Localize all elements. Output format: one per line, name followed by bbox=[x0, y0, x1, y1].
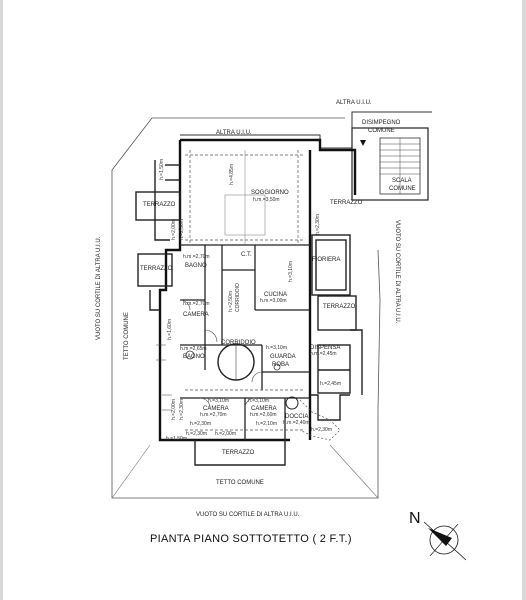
main-walls bbox=[158, 138, 357, 442]
label-tetto-comune-left: TETTO COMUNE bbox=[124, 312, 130, 360]
annex-outline bbox=[299, 399, 341, 441]
label-bagno-1: BAGNO bbox=[185, 263, 207, 269]
label-terrazzo-3: TERRAZZO bbox=[330, 200, 363, 206]
stair-block bbox=[351, 127, 429, 201]
label-tetto-comune-bottom: TETTO COMUNE bbox=[216, 480, 264, 486]
label-altra-uiu-mid: ALTRA U.I.U. bbox=[216, 130, 252, 136]
dim-cucina-h: h.m.=3,00m bbox=[260, 298, 287, 304]
label-scala: SCALA bbox=[392, 178, 412, 184]
dim-camera2-b: h.=2,30m bbox=[190, 421, 211, 427]
label-camera-2: CAMERA bbox=[203, 406, 229, 412]
bottom-terrace bbox=[194, 440, 286, 466]
label-guardaroba-2: ROBA bbox=[272, 362, 290, 368]
dim-left-a: h.=2,00m bbox=[171, 219, 177, 240]
sink-fixture bbox=[185, 350, 195, 360]
dim-bottom-c: h.=1,50m bbox=[166, 436, 187, 442]
dim-dispensa-b: h.=2,45m bbox=[320, 381, 341, 387]
dim-camera3-h: h.m.=2,60m bbox=[250, 412, 277, 418]
dim-camera2-h: h.m.=2,70m bbox=[200, 412, 227, 418]
dim-left-d: h.=1,60m bbox=[167, 319, 173, 340]
column-mark bbox=[273, 363, 281, 371]
label-fioriera: FIORIERA bbox=[312, 257, 341, 263]
dim-bottom-b: h.=2,00m bbox=[215, 431, 236, 437]
label-terrazzo-5: TERRAZZO bbox=[222, 450, 255, 456]
dim-left-b: h.=2,30m bbox=[179, 219, 185, 240]
dim-bottom-a: h.=2,30m bbox=[186, 431, 207, 437]
north-letter: N bbox=[409, 510, 421, 527]
label-vuoto-right: VUOTO SU CORTILE DI ALTRA U.I.U. bbox=[394, 220, 400, 324]
label-vuoto-left: VUOTO SU CORTILE DI ALTRA U.I.U. bbox=[96, 236, 102, 340]
label-terrazzo-4: TERRAZZO bbox=[323, 304, 356, 310]
label-terrazzo-2: TERRAZZO bbox=[140, 266, 173, 272]
shower-drain bbox=[285, 396, 299, 410]
label-vuoto-bottom: VUOTO SU CORTILE DI ALTRA U.I.U. bbox=[196, 512, 300, 518]
dim-soggiorno-max: h.=4,85m bbox=[229, 164, 235, 185]
dim-dispensa-h: h.m.=2,45m bbox=[310, 351, 337, 357]
roof-ridge-sw bbox=[111, 444, 151, 499]
label-altra-uiu-top: ALTRA U.I.U. bbox=[336, 100, 372, 106]
plan-title: PIANTA PIANO SOTTOTETTO ( 2 F.T.) bbox=[150, 533, 352, 545]
label-bagno-2: BAGNO bbox=[183, 354, 205, 360]
altra-uiu-boundary bbox=[180, 111, 432, 149]
left-column-hatch bbox=[156, 344, 172, 411]
label-scala-comune: COMUNE bbox=[389, 186, 416, 192]
dim-soggiorno-h: h.m.=3,50m bbox=[253, 197, 280, 203]
dim-bagno1-h: h.m.=2,70m bbox=[183, 254, 210, 260]
label-guardaroba-1: GUARDA bbox=[270, 354, 296, 360]
dim-terrazzo-right: h.=2,30m bbox=[315, 214, 321, 235]
label-camera-3: CAMERA bbox=[251, 406, 277, 412]
scan-edge-left bbox=[0, 0, 3, 600]
dim-corridoio1-h: h.=2,50m bbox=[228, 291, 234, 312]
label-comune: COMUNE bbox=[368, 128, 395, 134]
dim-camera2-a: h.=3,10m bbox=[208, 398, 229, 404]
label-corridoio-2: CORRIDOIO bbox=[221, 340, 256, 346]
dim-camera3-a: h.=3,10m bbox=[248, 398, 269, 404]
scan-edge-right bbox=[522, 0, 526, 600]
label-doccia: DOCCIA bbox=[285, 414, 309, 420]
dim-left-c: h.=1,50m bbox=[159, 159, 165, 180]
dim-camera1-h: h.m.=2,70m bbox=[183, 301, 210, 307]
dim-cucina-side: h.=3,10m bbox=[288, 261, 294, 282]
label-corridoio-1: CORRIDOIO bbox=[235, 283, 241, 312]
label-dispensa: DISPENSA bbox=[310, 345, 341, 351]
right-terraces bbox=[310, 234, 363, 421]
door-swings bbox=[179, 299, 263, 409]
roof-ridge-se bbox=[329, 444, 379, 499]
left-terraces bbox=[135, 160, 181, 311]
label-camera-1: CAMERA bbox=[183, 312, 209, 318]
label-disimpegno: DISIMPEGNO bbox=[362, 120, 401, 126]
north-arrow bbox=[423, 521, 467, 561]
dim-left-f: h.=2,30m bbox=[179, 399, 185, 420]
label-terrazzo-1: TERRAZZO bbox=[143, 202, 176, 208]
dim-bagno2-h: h.m.=2,65m bbox=[180, 346, 207, 352]
label-ct: C.T. bbox=[241, 252, 252, 258]
label-soggiorno: SOGGIORNO bbox=[251, 190, 289, 196]
dim-camera3-b: h.=2,10m bbox=[256, 421, 277, 427]
dim-doccia-h: h.m.=2,40m bbox=[283, 420, 310, 426]
dim-left-e: h.=2,00m bbox=[171, 399, 177, 420]
dim-doccia-b: h.=2,30m bbox=[311, 427, 332, 433]
label-cucina: CUCINA bbox=[264, 292, 288, 298]
dim-guardaroba-h: h.=3,10m bbox=[266, 345, 287, 351]
